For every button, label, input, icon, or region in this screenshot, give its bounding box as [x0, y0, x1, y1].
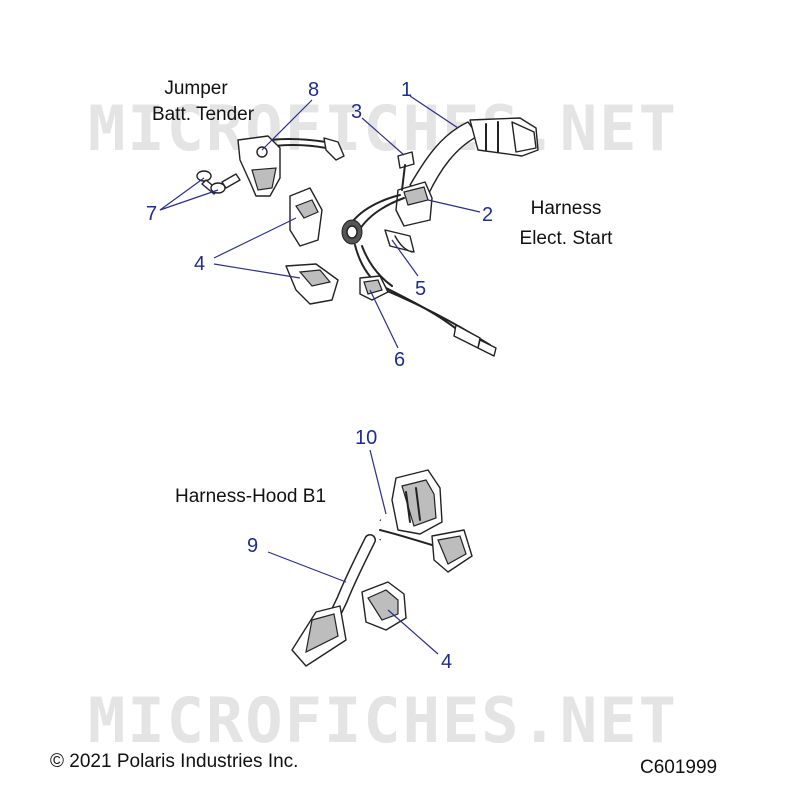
copyright-text: © 2021 Polaris Industries Inc. — [50, 751, 298, 772]
callout-8: 8 — [308, 79, 319, 101]
jumper-batt-tender-drawing — [237, 135, 345, 197]
harness-elect-start-drawing — [341, 117, 539, 357]
screws-drawing — [196, 170, 241, 195]
callout-3: 3 — [351, 101, 362, 123]
label-elect-start: Elect. Start — [520, 228, 614, 249]
watermark-bottom: MICROFICHES.NET — [88, 684, 678, 757]
callout-6: 6 — [394, 349, 405, 371]
label-harness-hood: Harness-Hood B1 — [175, 486, 326, 507]
covers-drawing — [285, 187, 339, 305]
harness-hood-drawing — [291, 469, 473, 667]
callout-4-upper: 4 — [194, 253, 205, 275]
callout-7: 7 — [146, 203, 157, 225]
callout-4-lower: 4 — [441, 651, 452, 673]
label-jumper: Jumper — [164, 78, 228, 99]
callout-10: 10 — [355, 427, 377, 449]
label-batt-tender: Batt. Tender — [152, 104, 255, 125]
callout-1: 1 — [401, 79, 412, 101]
label-harness: Harness — [531, 198, 602, 219]
callout-5: 5 — [415, 278, 426, 300]
watermark-top: MICROFICHES.NET — [88, 92, 678, 165]
diagram-code: C601999 — [640, 757, 717, 778]
leader-lines — [159, 95, 481, 655]
callout-2: 2 — [482, 204, 493, 226]
callout-9: 9 — [247, 535, 258, 557]
